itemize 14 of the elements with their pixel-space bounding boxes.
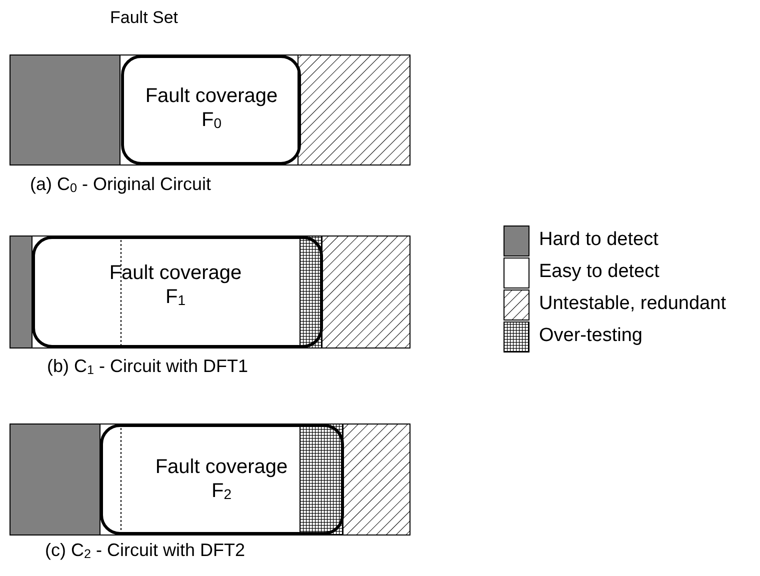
legend-label: Easy to detect bbox=[539, 261, 660, 283]
panel-caption: (c) C$_{2}$ - Circuit with DFT2 bbox=[45, 540, 246, 561]
fault-coverage-box bbox=[100, 424, 344, 535]
fault-coverage-box bbox=[121, 55, 301, 165]
coverage-label: Fault coverage F$_{0}$ bbox=[144, 84, 279, 133]
coverage-label: Fault coverage F$_{1}$ bbox=[108, 261, 243, 310]
fault-coverage-box bbox=[32, 236, 323, 348]
panel-caption: (b) C$_{1}$ - Circuit with DFT1 bbox=[47, 356, 248, 377]
figure-title: Fault Set bbox=[110, 8, 178, 28]
legend-label: Hard to detect bbox=[539, 229, 658, 251]
legend-label: Over-testing bbox=[539, 325, 642, 347]
panel-caption: (a) C$_{0}$ - Original Circuit bbox=[30, 174, 212, 195]
coverage-label: Fault coverage F$_{2}$ bbox=[154, 455, 289, 504]
legend-label: Untestable, redundant bbox=[539, 293, 726, 315]
